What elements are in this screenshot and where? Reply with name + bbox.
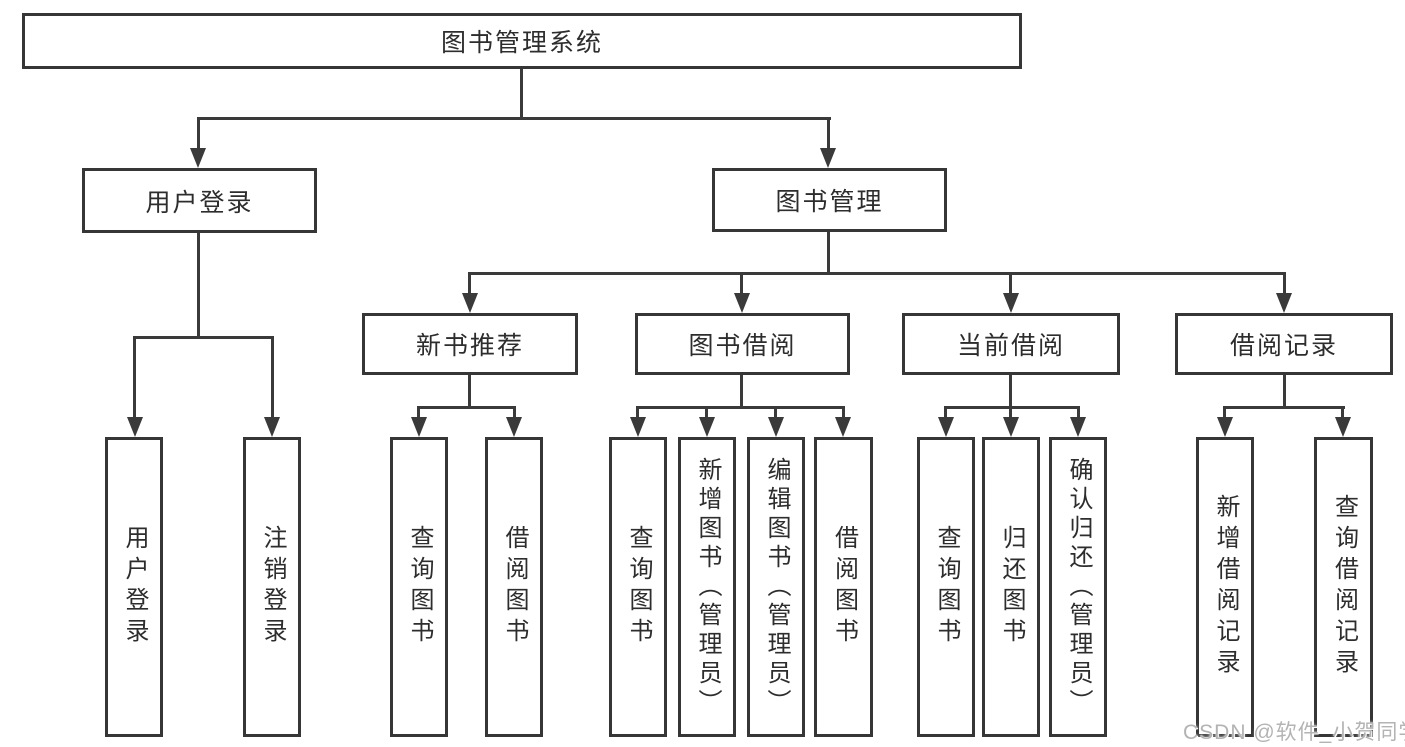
connector-line <box>827 117 830 151</box>
leaf-user-login: 用户登录 <box>105 437 163 737</box>
leaf-add-borrow-record: 新增借阅记录 <box>1196 437 1254 737</box>
arrow-down-icon <box>411 417 427 437</box>
connector-line <box>417 406 516 409</box>
connector-line <box>520 68 523 119</box>
leaf-query-books-recommend: 查询图书 <box>390 437 448 737</box>
arrow-down-icon <box>190 148 206 168</box>
node-book-management: 图书管理 <box>712 168 947 232</box>
connector-line <box>468 272 1286 275</box>
connector-line <box>944 406 1080 409</box>
arrow-down-icon <box>462 293 478 313</box>
connector-line <box>468 374 471 408</box>
connector-line <box>774 406 777 421</box>
arrow-down-icon <box>630 417 646 437</box>
connector-line <box>271 336 274 421</box>
node-current-borrowing: 当前借阅 <box>902 313 1120 375</box>
connector-line <box>740 272 743 298</box>
connector-line <box>197 117 200 151</box>
connector-line <box>944 406 947 421</box>
leaf-logout: 注销登录 <box>243 437 301 737</box>
node-book-borrowing: 图书借阅 <box>635 313 850 375</box>
connector-line <box>1009 406 1012 421</box>
connector-line <box>197 233 200 338</box>
connector-line <box>513 406 516 421</box>
connector-line <box>468 272 471 298</box>
arrow-down-icon <box>506 417 522 437</box>
connector-line <box>827 232 830 274</box>
connector-line <box>842 406 845 421</box>
leaf-return-book: 归还图书 <box>982 437 1040 737</box>
arrow-down-icon <box>1276 293 1292 313</box>
connector-line <box>740 374 743 408</box>
connector-line <box>636 406 845 409</box>
arrow-down-icon <box>1070 417 1086 437</box>
leaf-borrow-books-recommend: 借阅图书 <box>485 437 543 737</box>
connector-line <box>1223 406 1226 421</box>
connector-line <box>1283 374 1286 408</box>
leaf-query-books-borrowing: 查询图书 <box>609 437 667 737</box>
leaf-query-books-current: 查询图书 <box>917 437 975 737</box>
connector-line <box>1283 272 1286 298</box>
arrow-down-icon <box>1217 417 1233 437</box>
connector-line <box>1223 406 1345 409</box>
arrow-down-icon <box>699 417 715 437</box>
node-library-system: 图书管理系统 <box>22 13 1022 69</box>
arrow-down-icon <box>127 417 143 437</box>
connector-line <box>1341 406 1344 421</box>
node-user-login: 用户登录 <box>82 168 317 233</box>
arrow-down-icon <box>938 417 954 437</box>
leaf-confirm-return-admin: 确认归还（管理员） <box>1049 437 1107 737</box>
leaf-add-book-admin: 新增图书（管理员） <box>678 437 736 737</box>
arrow-down-icon <box>734 293 750 313</box>
node-borrow-records: 借阅记录 <box>1175 313 1393 375</box>
connector-line <box>133 336 136 421</box>
node-new-book-recommend: 新书推荐 <box>362 313 578 375</box>
watermark: CSDN @软件_小贺同学 <box>1183 721 1405 744</box>
arrow-down-icon <box>1335 417 1351 437</box>
connector-line <box>1009 374 1012 408</box>
connector-line <box>636 406 639 421</box>
arrow-down-icon <box>835 417 851 437</box>
connector-line <box>1009 272 1012 298</box>
arrow-down-icon <box>768 417 784 437</box>
leaf-borrow-books-borrowing: 借阅图书 <box>814 437 873 737</box>
leaf-edit-book-admin: 编辑图书（管理员） <box>747 437 805 737</box>
arrow-down-icon <box>1003 293 1019 313</box>
arrow-down-icon <box>264 417 280 437</box>
arrow-down-icon <box>1003 417 1019 437</box>
connector-line <box>705 406 708 421</box>
connector-line <box>133 336 274 339</box>
arrow-down-icon <box>820 148 836 168</box>
connector-line <box>417 406 420 421</box>
leaf-query-borrow-record: 查询借阅记录 <box>1314 437 1373 737</box>
connector-line <box>197 117 831 120</box>
connector-line <box>1077 406 1080 421</box>
